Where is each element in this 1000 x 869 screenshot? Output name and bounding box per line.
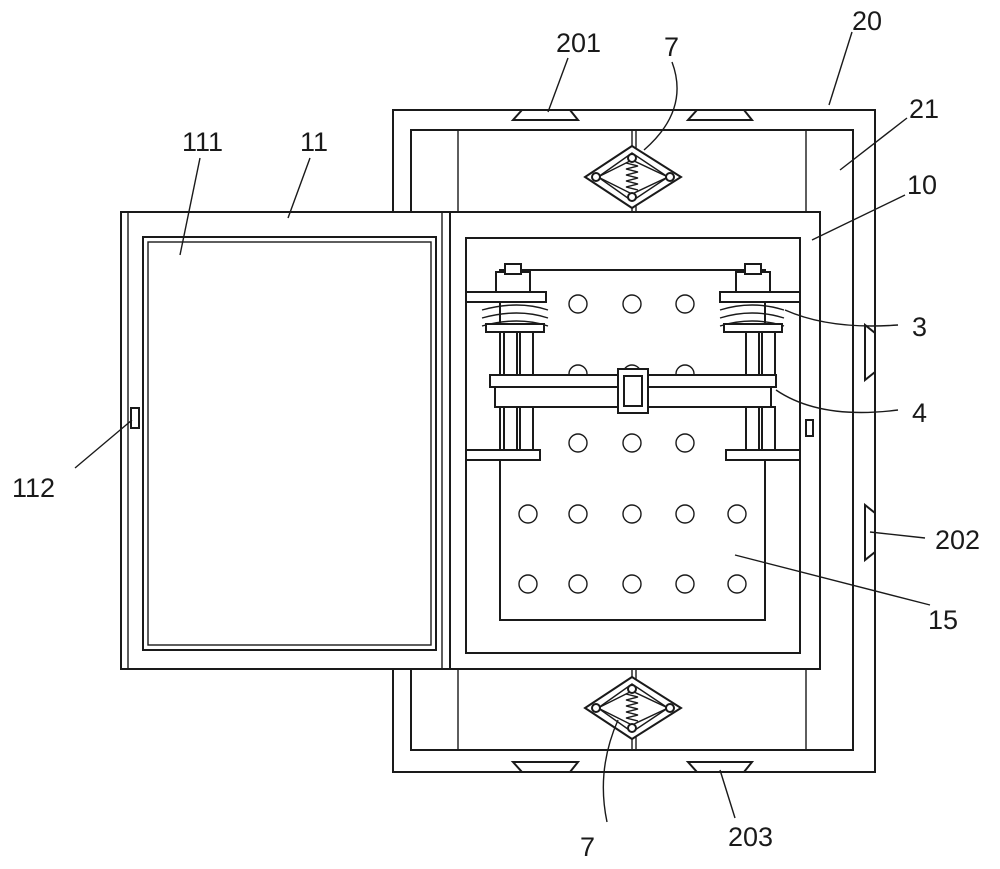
- door-latch: [130, 407, 140, 429]
- label-112: 112: [12, 473, 55, 503]
- top-pad-right: [685, 109, 755, 121]
- plate-hole: [622, 504, 642, 524]
- label-15: 15: [928, 605, 958, 635]
- leader-3: [784, 309, 899, 327]
- label-21: 21: [909, 94, 939, 124]
- leader-21: [839, 117, 908, 171]
- leader-20: [828, 31, 853, 106]
- label-202: 202: [935, 525, 980, 555]
- plate-hole: [568, 294, 588, 314]
- label-11: 11: [300, 127, 328, 157]
- label-3: 3: [912, 312, 927, 342]
- plate-hole: [727, 574, 747, 594]
- label-20: 20: [852, 6, 882, 36]
- top-pad-left: [510, 109, 581, 121]
- plate-hole: [675, 433, 695, 453]
- leader-112: [74, 419, 133, 469]
- leader-7-bottom: [602, 719, 619, 823]
- leader-4: [775, 389, 899, 414]
- door-panel-inner: [147, 241, 432, 646]
- right-guide: [725, 331, 801, 461]
- label-203: 203: [728, 822, 773, 852]
- label-7-bottom: 7: [580, 832, 595, 862]
- label-10: 10: [907, 170, 937, 200]
- spring-assembly-left: [465, 263, 549, 333]
- plate-hole: [568, 433, 588, 453]
- plate-hole: [622, 574, 642, 594]
- plate-hole: [622, 294, 642, 314]
- plate-hole: [568, 574, 588, 594]
- plate-hole: [675, 504, 695, 524]
- leader-202: [869, 531, 926, 539]
- plate-hole: [518, 504, 538, 524]
- leader-7-top: [643, 61, 678, 151]
- door-panel: [142, 236, 437, 651]
- label-111: 111: [182, 127, 223, 157]
- top-shock-absorber: [583, 130, 683, 211]
- plate-hole: [622, 433, 642, 453]
- leader-201: [547, 57, 569, 113]
- leader-15: [734, 554, 931, 606]
- cabinet-opening: [465, 237, 801, 654]
- plate-hole: [675, 574, 695, 594]
- cabinet-lock: [805, 419, 814, 437]
- bottom-pad-right: [685, 761, 755, 773]
- label-201: 201: [556, 28, 601, 58]
- label-7-top: 7: [664, 32, 679, 62]
- plate-hole: [727, 504, 747, 524]
- label-4: 4: [912, 398, 927, 428]
- door: [120, 211, 451, 670]
- plate-hole: [518, 574, 538, 594]
- leader-10: [811, 194, 906, 241]
- spring-assembly-right: [719, 263, 801, 333]
- bottom-pad-left: [510, 761, 581, 773]
- leader-11: [287, 157, 311, 219]
- leader-203: [719, 769, 736, 819]
- left-guide: [465, 331, 541, 461]
- side-pad-upper: [864, 322, 876, 383]
- plate-hole: [675, 294, 695, 314]
- bottom-shock-absorber: [583, 668, 683, 750]
- plate-hole: [568, 504, 588, 524]
- crossbar-assembly: [489, 368, 777, 414]
- leader-111: [179, 157, 201, 256]
